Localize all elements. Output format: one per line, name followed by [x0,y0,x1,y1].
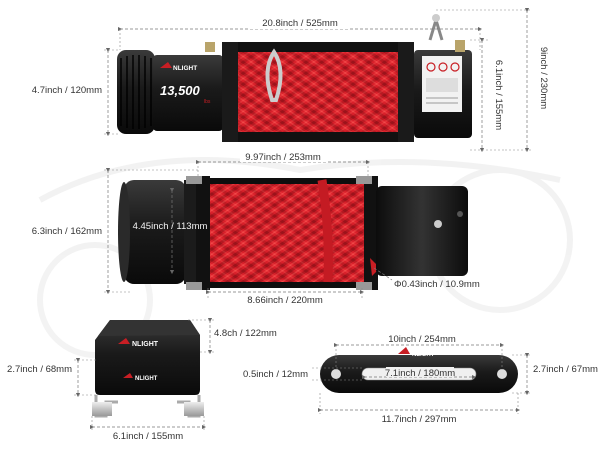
rating-unit: lbs [204,99,211,105]
rope-tail [317,179,333,283]
dim-controller-height: 4.8ch / 122mm [188,317,277,355]
dim-fairlead-hole-spacing: 10inch / 254mm [333,332,505,370]
thimble-hook [265,48,283,102]
controller-brand-side: NLIGHT [135,376,158,382]
label-fairlead-slot-width: 7.1inch / 180mm [385,368,455,379]
dim-top-body-height: 6.1inch / 155mm [470,37,505,153]
label-top-total-length: 20.8inch / 525mm [262,18,338,29]
dim-front-height: 6.3inch / 162mm [32,167,200,295]
label-rope-diameter: Φ0.43inch / 10.9mm [394,279,480,290]
fairlead-logo-icon [398,347,410,354]
label-fairlead-hole-spacing: 10inch / 254mm [388,334,456,345]
winch-top-view: NLIGHT 13,500 lbs [117,14,472,142]
brand-logo-icon [160,62,172,68]
clutch-lever [428,14,444,41]
dim-top-motor-height: 4.7inch / 120mm [32,47,118,137]
end-bracket-left [222,42,238,142]
label-fairlead-total-width: 11.7inch / 297mm [382,414,457,425]
fairlead-brand: NLIGHT [412,352,435,358]
motor-housing [117,50,155,134]
dim-controller-side: 2.7inch / 68mm [7,357,96,398]
motor-label-plate [153,55,223,131]
label-drum-diameter: 4.45inch / 113mm [133,221,208,232]
label-controller-width: 6.1inch / 155mm [113,431,183,442]
controller-brand-top: NLIGHT [132,341,159,348]
winch-front-view [118,176,468,290]
dim-controller-width: 6.1inch / 155mm [89,416,207,442]
dim-fairlead-slot-height: 0.5inch / 12mm [243,367,362,381]
label-top-body-height: 6.1inch / 155mm [493,60,504,130]
end-bracket-right [398,42,414,142]
dim-fairlead-slot-width: 7.1inch / 180mm [361,367,477,380]
label-front-height: 6.3inch / 162mm [32,226,102,237]
brand-text-top: NLIGHT [173,65,197,72]
dim-drum-length: 9.97inch / 253mm [195,150,371,176]
label-top-motor-height: 4.7inch / 120mm [32,85,102,96]
fairlead-bolt-right [497,369,507,379]
dim-top-total-length: 20.8inch / 525mm [117,16,483,50]
label-fairlead-height: 2.7inch / 67mm [533,364,598,375]
control-box: NLIGHT NLIGHT [92,320,204,418]
dim-total-height: 9inch / 230mm [436,7,549,153]
label-controller-height: 4.8ch / 122mm [214,328,277,339]
dim-fairlead-height: 2.7inch / 67mm [512,352,598,396]
label-mount-length: 8.66inch / 220mm [247,295,323,306]
dim-mount-length: 8.66inch / 220mm [205,288,365,306]
dim-fairlead-total-width: 11.7inch / 297mm [317,393,521,425]
tie-bar [222,42,412,54]
label-total-height: 9inch / 230mm [538,47,549,109]
rating-text: 13,500 [160,83,201,98]
dim-rope-diameter: Φ0.43inch / 10.9mm [373,267,480,290]
label-controller-side: 2.7inch / 68mm [7,364,72,375]
front-gearbox [376,186,468,276]
controller-logo-icon [118,338,130,344]
label-drum-length: 9.97inch / 253mm [245,152,321,163]
fairlead-bolt-left [331,369,341,379]
label-fairlead-slot-height: 0.5inch / 12mm [243,369,308,380]
dim-drum-diameter: 4.45inch / 113mm [133,187,208,275]
